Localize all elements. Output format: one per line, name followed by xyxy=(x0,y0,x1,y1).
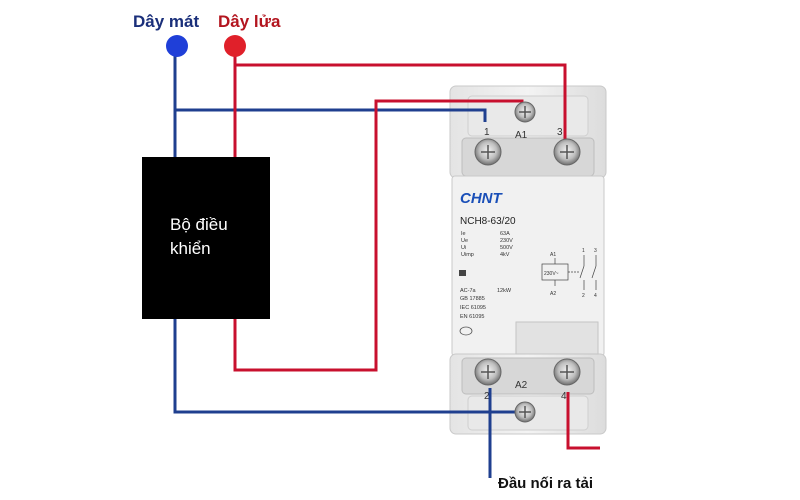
spec-value: 230V xyxy=(500,238,513,244)
terminal-label-4: 4 xyxy=(561,391,567,402)
ac-power: 12kW xyxy=(497,288,512,294)
standard-line: IEC 61095 xyxy=(460,305,486,311)
schematic-a2: A2 xyxy=(550,291,556,297)
contact-schematic xyxy=(541,255,597,290)
terminal-screws xyxy=(474,101,581,423)
coil-voltage: 230V~ xyxy=(544,271,559,277)
ac-category: AC-7a xyxy=(460,288,477,294)
contactor-brand: CHNT xyxy=(460,190,503,207)
standard-line: EN 61095 xyxy=(460,314,484,320)
wires xyxy=(173,46,600,478)
schematic-n4: 4 xyxy=(594,293,597,299)
terminal-label-a2: A2 xyxy=(515,380,528,391)
live-wire-label: Dây lửa xyxy=(218,12,281,31)
neutral-wire-to-a1 xyxy=(173,46,487,122)
load-output-wire-red xyxy=(566,392,600,450)
contactor: CHNT NCH8-63/20 Ie Ue Ui Uimp 63A 230V 5… xyxy=(449,85,607,435)
controller-box: Bộ điều khiển xyxy=(142,157,270,319)
schematic-n2: 2 xyxy=(582,293,585,299)
neutral-source-dot xyxy=(166,35,188,57)
schematic-a1: A1 xyxy=(550,252,556,258)
spec-value: 500V xyxy=(500,245,513,251)
controller-label-line1: Bộ điều xyxy=(170,215,228,234)
spec-label: Uimp xyxy=(461,252,474,258)
neutral-wire-controller-to-a2 xyxy=(173,318,520,414)
controller-label-line2: khiển xyxy=(170,239,211,258)
spec-table: Ie Ue Ui Uimp 63A 230V 500V 4kV xyxy=(461,231,513,258)
live-source-dot xyxy=(224,35,246,57)
small-mark-icon xyxy=(459,270,466,276)
load-output-label: Đầu nối ra tải xyxy=(498,475,593,492)
schematic-n3: 3 xyxy=(594,248,597,254)
neutral-wire-label: Dây mát xyxy=(133,12,199,31)
cert-mark-icon xyxy=(459,326,473,336)
spec-label: Ie xyxy=(461,231,466,237)
terminal-label-3: 3 xyxy=(557,127,563,138)
spec-label: Ui xyxy=(461,245,466,251)
standard-line: GB 17885 xyxy=(460,296,485,302)
spec-label: Ue xyxy=(461,238,468,244)
contactor-model: NCH8-63/20 xyxy=(460,216,516,227)
terminal-label-1: 1 xyxy=(484,127,490,138)
schematic-n1: 1 xyxy=(582,248,585,254)
terminal-label-2: 2 xyxy=(484,391,490,402)
spec-value: 4kV xyxy=(500,252,510,258)
terminal-label-a1: A1 xyxy=(515,130,528,141)
rating-table: AC-7a 12kW GB 17885 IEC 61095 EN 61095 xyxy=(460,288,512,320)
spec-value: 63A xyxy=(500,231,510,237)
